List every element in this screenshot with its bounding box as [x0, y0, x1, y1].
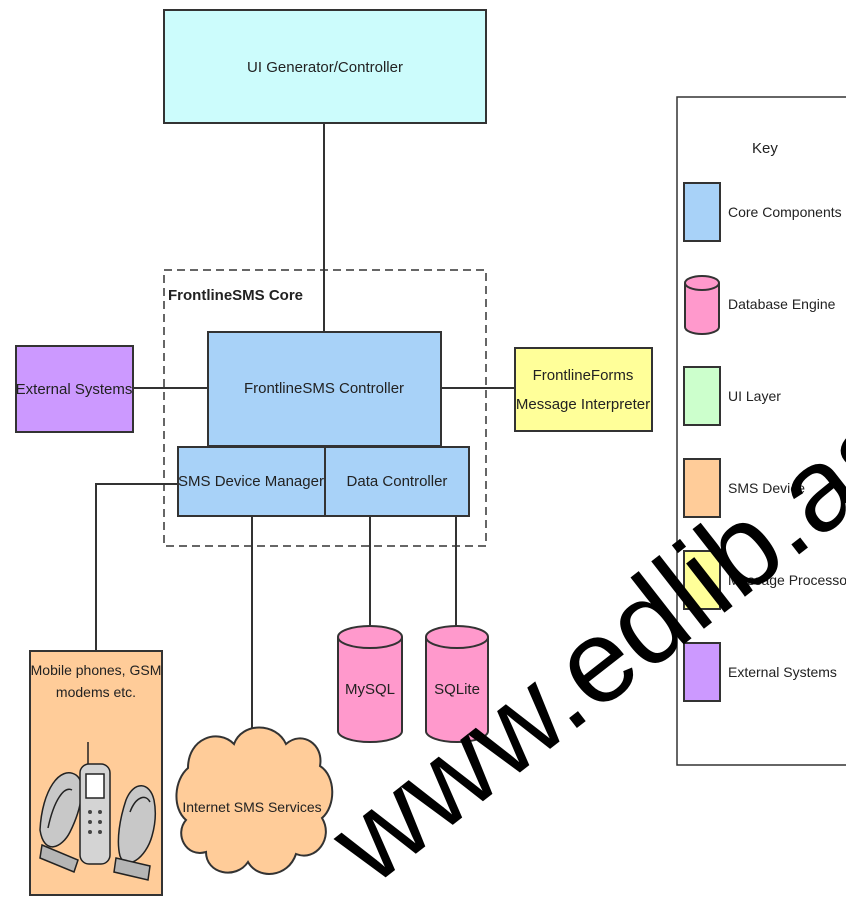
flip-phone-right-icon — [113, 785, 157, 881]
legend-label: External Systems — [728, 664, 837, 680]
legend-item: Database Engine — [684, 275, 836, 335]
ui-generator-label: UI Generator/Controller — [247, 59, 403, 76]
legend-swatch — [683, 550, 721, 610]
frontline-controller-label: FrontlineSMS Controller — [244, 380, 404, 397]
legend-title: Key — [752, 140, 778, 157]
internet-sms-cloud: Internet SMS Services — [175, 726, 334, 875]
forms-interpreter-label-line1: FrontlineForms — [533, 367, 634, 384]
mysql-database: MySQL — [337, 625, 403, 743]
mobile-label-line1: Mobile phones, GSM — [31, 662, 162, 678]
legend-swatch — [683, 458, 721, 518]
legend-swatch — [683, 366, 721, 426]
legend-swatch — [683, 182, 721, 242]
mobile-phones-node: Mobile phones, GSM modems etc. — [29, 650, 163, 896]
mobile-label-line2: modems etc. — [56, 684, 136, 700]
flip-phone-left-icon — [39, 772, 83, 873]
sms-device-manager-label: SMS Device Manager — [178, 473, 324, 490]
legend-item: UI Layer — [683, 366, 781, 426]
legend-label: Database Engine — [728, 296, 836, 312]
legend-item: Message Processor — [683, 550, 846, 610]
legend-item: External Systems — [683, 642, 837, 702]
mysql-label: MySQL — [345, 681, 395, 698]
legend-label: Core Components — [728, 204, 842, 220]
legend-item: SMS Device — [683, 458, 805, 518]
external-systems-label: External Systems — [16, 381, 133, 398]
core-group: FrontlineSMS Core — [163, 269, 487, 547]
legend-label: UI Layer — [728, 388, 781, 404]
connector-device-manager-to-mobile — [95, 483, 178, 651]
data-controller-node: Data Controller — [324, 446, 470, 517]
sqlite-label: SQLite — [434, 681, 480, 698]
forms-interpreter-node: FrontlineForms Message Interpreter — [514, 347, 653, 432]
mobile-phone-center-icon — [79, 742, 111, 865]
ui-generator-node: UI Generator/Controller — [163, 9, 487, 124]
sms-device-manager-node: SMS Device Manager — [177, 446, 326, 517]
data-controller-label: Data Controller — [347, 473, 448, 490]
internet-sms-label: Internet SMS Services — [182, 799, 321, 815]
frontline-controller-node: FrontlineSMS Controller — [207, 331, 442, 447]
legend-swatch — [684, 275, 720, 335]
forms-interpreter-label-line2: Message Interpreter — [516, 396, 650, 413]
legend-swatch — [683, 642, 721, 702]
core-group-label: FrontlineSMS Core — [168, 287, 303, 304]
legend-label: Message Processor — [728, 572, 846, 588]
legend-item: Core Components — [683, 182, 842, 242]
external-systems-node: External Systems — [15, 345, 134, 433]
sqlite-database: SQLite — [425, 625, 489, 743]
legend-label: SMS Device — [728, 480, 805, 496]
connector-lines — [95, 123, 515, 737]
